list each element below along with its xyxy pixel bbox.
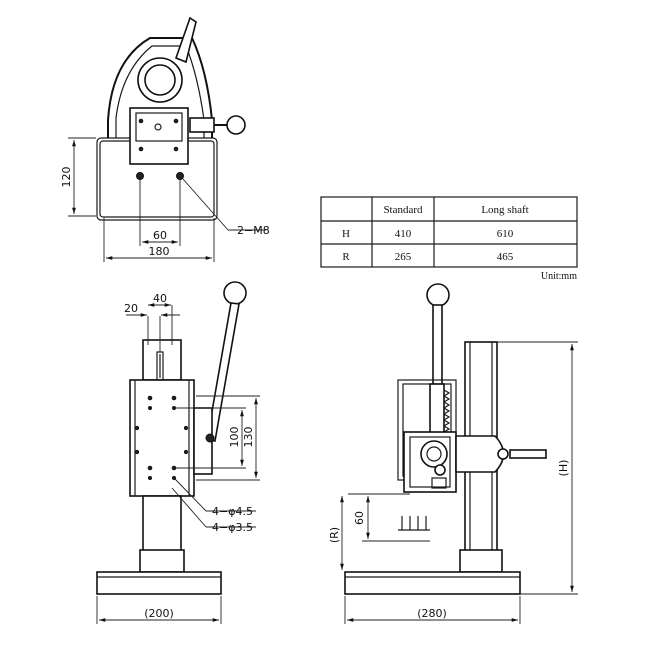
dim-60-side-label: 60 — [353, 511, 366, 525]
dim-H-label: (H) — [557, 460, 570, 477]
dim-R-label: (R) — [328, 527, 341, 543]
dim-200-label: (200) — [144, 607, 174, 620]
top-view-head-block — [129, 107, 189, 165]
dim-100-label: 100 — [228, 427, 241, 448]
dim-20-label: 20 — [124, 302, 138, 315]
dim-180-label: 180 — [149, 245, 170, 258]
unit-label: Unit:mm — [541, 271, 577, 282]
top-view-mounting-hole — [136, 172, 144, 180]
front-view-base — [96, 571, 222, 595]
hole-callout-1: 4−φ4.5 — [212, 505, 253, 518]
front-view-top-shaft — [142, 339, 182, 381]
top-view: 120 60 180 2−M8 — [60, 16, 270, 262]
side-view: 60 (R) (H) (280) — [328, 283, 578, 624]
table-header-standard: Standard — [383, 204, 423, 216]
front-view-lever-arm — [206, 302, 240, 442]
top-view-knob — [226, 115, 246, 135]
dim-40-label: 40 — [153, 292, 167, 305]
table-cell: 465 — [497, 251, 514, 263]
dim-280-label: (280) — [417, 607, 447, 620]
hole-callout-2: 4−φ3.5 — [212, 521, 253, 534]
front-view-lever-knob — [223, 281, 247, 305]
front-view: 20 40 100 130 4−φ4.5 4−φ3.5 (200) — [96, 281, 260, 624]
table-row-label: R — [342, 251, 350, 263]
table-cell: 410 — [395, 228, 412, 240]
top-view-mounting-hole — [176, 172, 184, 180]
top-view-body-arch — [107, 37, 213, 138]
table-header-long-shaft: Long shaft — [481, 204, 528, 216]
side-view-pinion — [420, 440, 448, 468]
thread-callout: 2−M8 — [237, 224, 270, 237]
side-view-clamp-handle — [509, 449, 547, 459]
dim-60-label: 60 — [153, 229, 167, 242]
table-cell: 610 — [497, 228, 514, 240]
side-view-lever-knob — [426, 283, 450, 307]
spec-table: Standard Long shaft H 410 610 R 265 465 … — [320, 196, 578, 282]
table-cell: 265 — [395, 251, 412, 263]
side-view-base — [344, 571, 521, 595]
top-view-lever — [174, 16, 197, 64]
dim-130-label: 130 — [242, 427, 255, 448]
dim-120-label: 120 — [60, 167, 73, 188]
side-view-clamp — [455, 435, 505, 473]
front-view-body — [129, 379, 195, 497]
table-row-label: H — [342, 228, 350, 240]
